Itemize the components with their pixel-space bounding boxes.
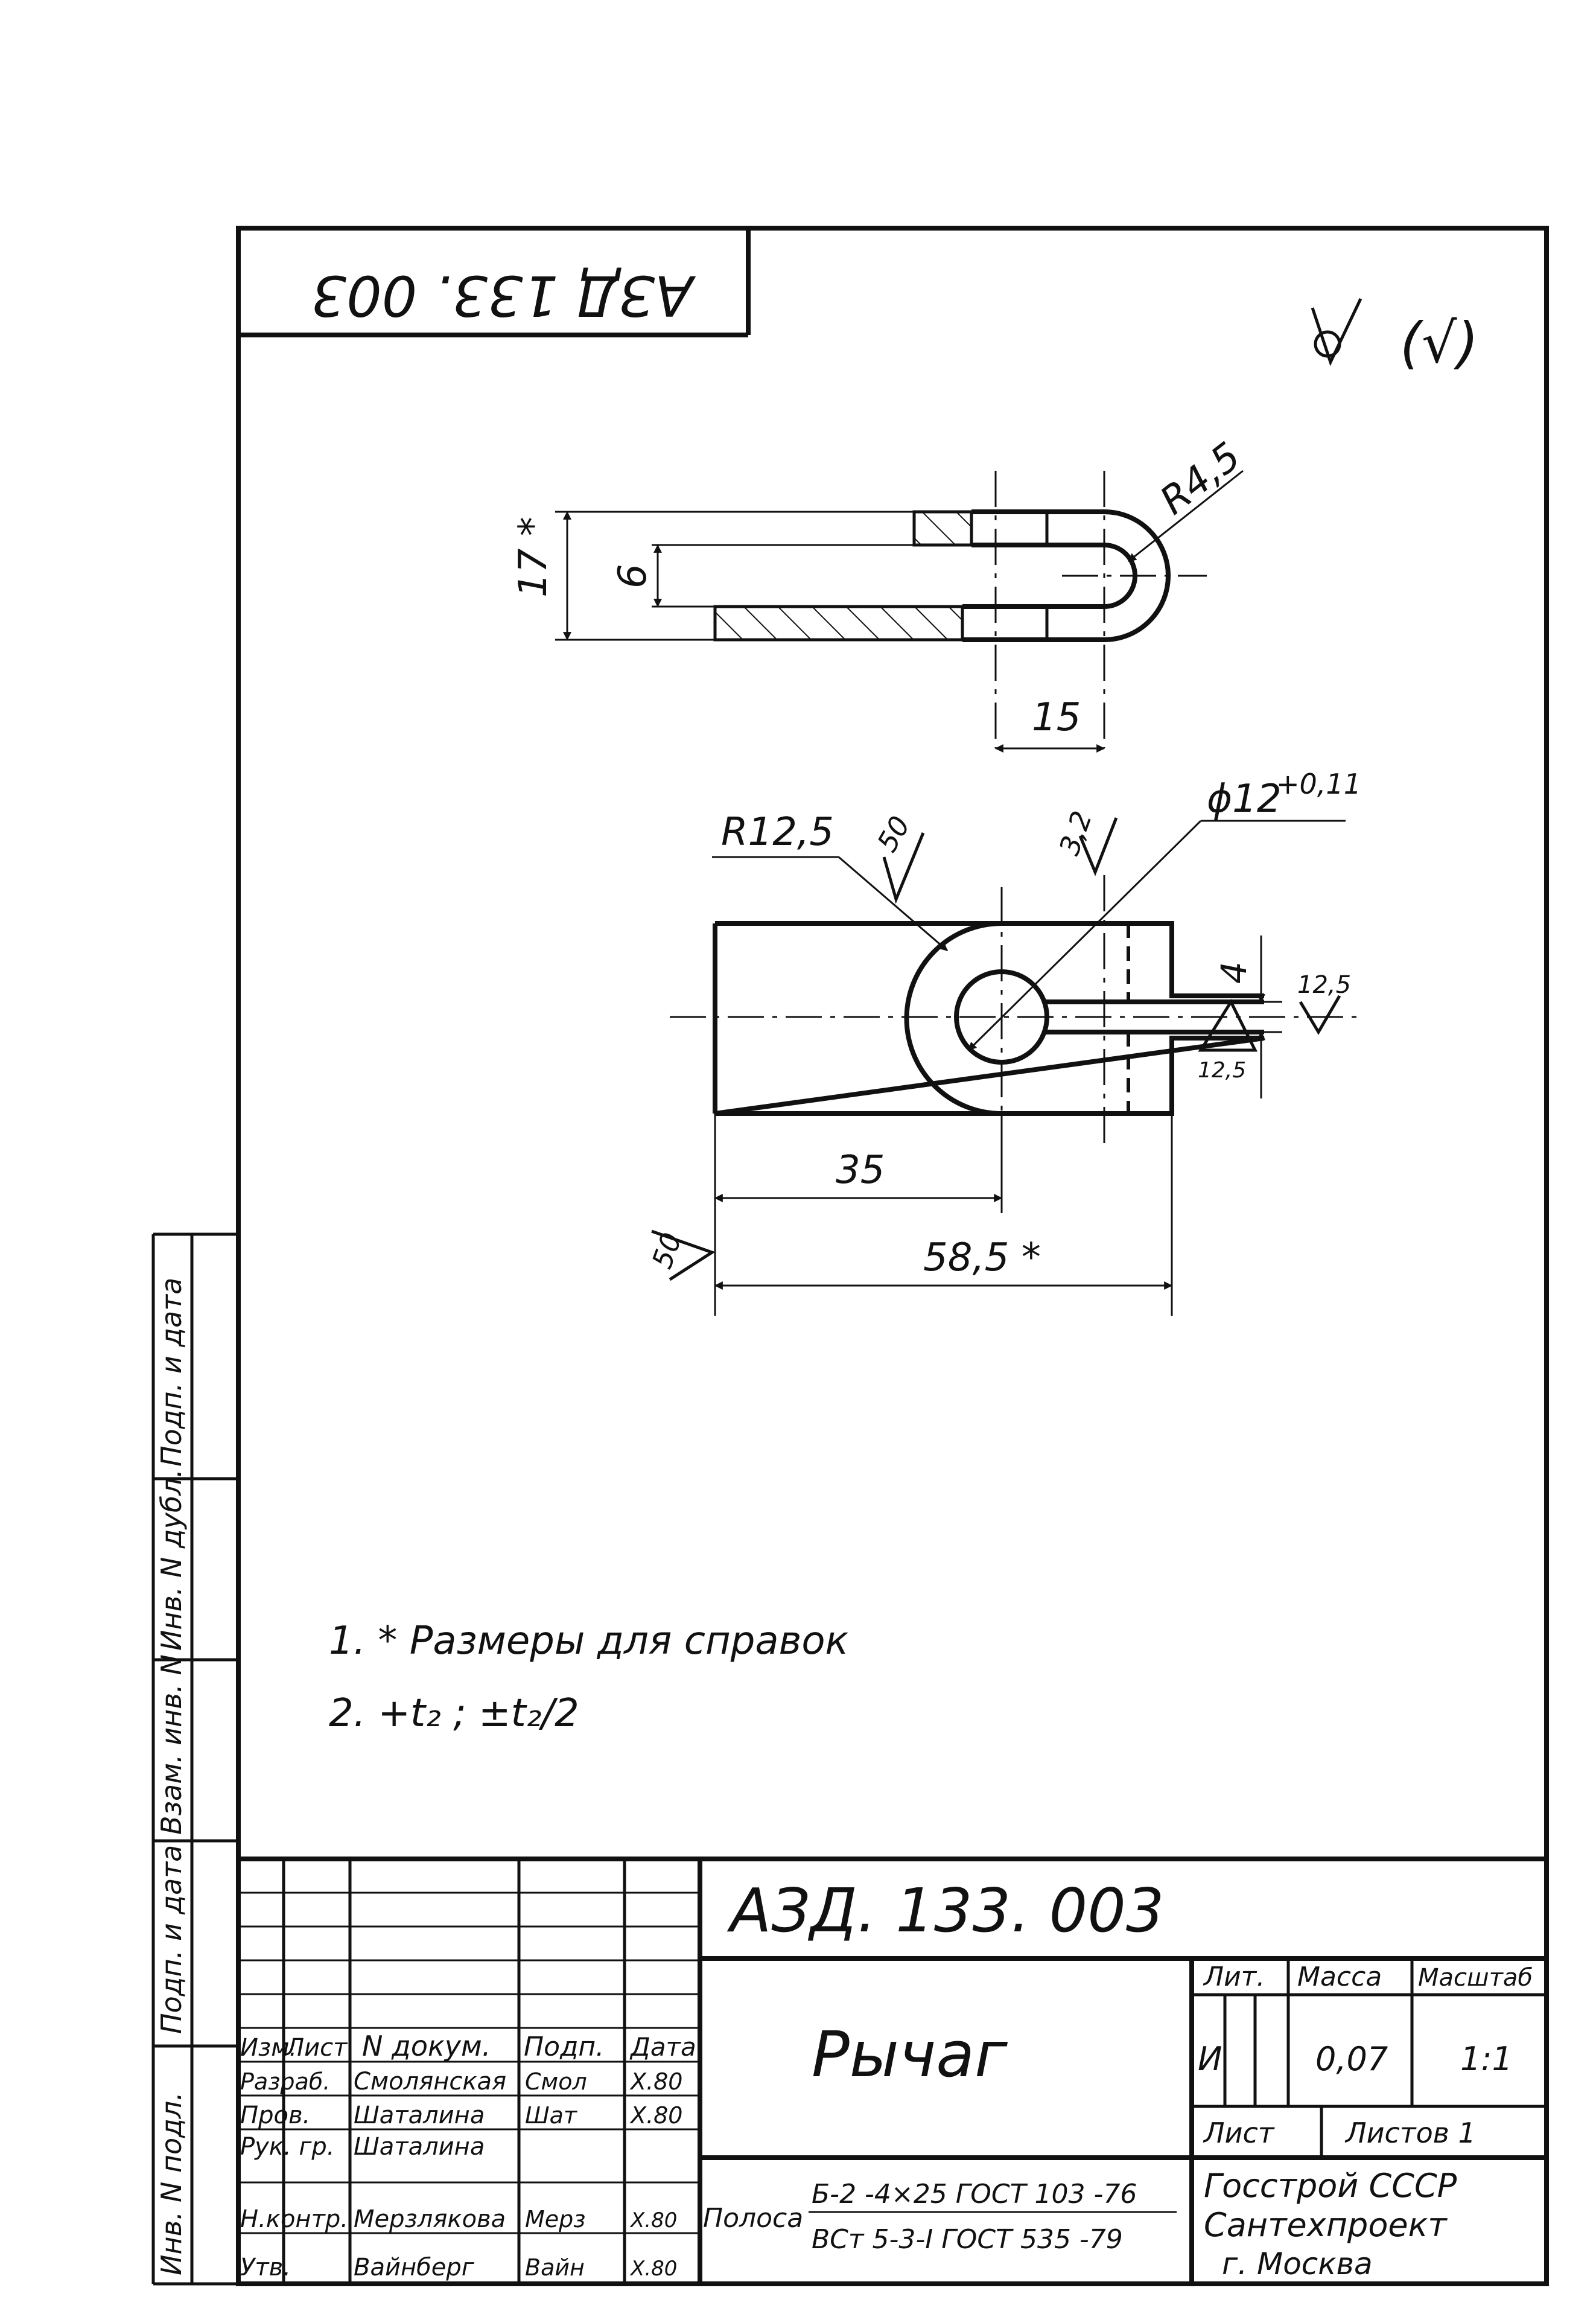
row-date-4: X.80 (629, 2208, 677, 2233)
dim-17: 17 * (511, 517, 556, 598)
row-sig-2: Шат (525, 2102, 578, 2129)
row-name-2: Шаталина (354, 2102, 485, 2129)
scale-label: Масштаб (1418, 1964, 1533, 1992)
front-view: ϕ12 +0,11 R12,5 50 3,2 4 12,5 12,5 35 58… (646, 768, 1364, 1316)
header-izm: Изм. (240, 2034, 297, 2062)
roughness-50-top: 50 (871, 811, 917, 858)
dim-35: 35 (836, 1148, 885, 1193)
side-strip-label-1: Подп. и дата (155, 1278, 188, 1467)
roughness-50-left: 50 (646, 1228, 688, 1272)
material-label: Полоса (703, 2203, 803, 2234)
top-code: АЗД 133. 003 (311, 263, 696, 328)
header-list: Лист (285, 2034, 348, 2062)
material-line-2: ВСт 5-3-I ГОСТ 535 -79 (812, 2224, 1123, 2255)
row-role-2: Пров. (240, 2102, 310, 2129)
hatched-section-lower (715, 607, 962, 640)
row-name-3: Шаталина (354, 2133, 485, 2161)
hatched-section-upper (914, 512, 971, 545)
title-block: АЗД. 133. 003 Рычаг Изм. Лист N докум. П… (238, 1857, 1547, 2284)
general-roughness: (√) (1311, 298, 1478, 375)
row-name-4: Мерзлякова (354, 2205, 506, 2233)
sheet-label: Лист (1203, 2117, 1275, 2149)
roughness-check-icon (1311, 298, 1362, 366)
row-role-3: Рук. гр. (240, 2133, 335, 2161)
side-strip-label-3: Взам. инв. N (155, 1654, 188, 1835)
row-name-1: Смолянская (354, 2068, 506, 2096)
dim-phi12: ϕ12 (1207, 777, 1282, 821)
note-2: 2. +t₂ ; ±t₂/2 (329, 1691, 579, 1736)
dim-15: 15 (1032, 695, 1081, 740)
mass-label: Масса (1297, 1962, 1382, 1992)
part-contour (714, 921, 1265, 1116)
lit-label: Лит. (1203, 1962, 1265, 1992)
row-sig-4: Мерз (525, 2206, 586, 2233)
dim-r125: R12,5 (721, 810, 834, 855)
header-ndoc: N докум. (362, 2030, 491, 2062)
header-podp: Подп. (524, 2032, 604, 2062)
material-line-1: Б-2 -4×25 ГОСТ 103 -76 (812, 2179, 1137, 2210)
row-role-5: Утв. (240, 2254, 291, 2281)
org-line-3: г. Москва (1222, 2246, 1373, 2281)
lit-value: И (1198, 2040, 1222, 2078)
roughness-12-5-right: 12,5 (1297, 971, 1351, 999)
part-name: Рычаг (812, 2018, 1008, 2091)
drawing-code: АЗД. 133. 003 (726, 1875, 1165, 1946)
mass-value: 0,07 (1315, 2040, 1388, 2078)
scale-value: 1:1 (1460, 2040, 1513, 2078)
dim-4: 4 (1213, 961, 1254, 984)
dim-phi12-tolerance: +0,11 (1276, 768, 1361, 800)
row-sig-5: Вайн (525, 2254, 585, 2281)
row-role-4: Н.контр. (240, 2205, 348, 2233)
roughness-12-5-slot: 12,5 (1198, 1058, 1246, 1083)
dim-58-5: 58,5 * (923, 1235, 1041, 1280)
row-date-5: X.80 (629, 2257, 677, 2281)
row-date-1: X.80 (629, 2068, 682, 2095)
note-1: 1. * Размеры для справок (329, 1619, 849, 1663)
dim-6: 6 (611, 564, 655, 588)
general-roughness-label: (√) (1400, 311, 1478, 375)
row-date-2: X.80 (629, 2102, 682, 2129)
drawing-frame (236, 226, 1549, 2286)
top-view: 17 * 6 15 R4,5 (511, 434, 1249, 753)
org-line-1: Госстрой СССР (1204, 2167, 1457, 2205)
sheets-label: Листов 1 (1344, 2117, 1476, 2149)
roughness-3-2: 3,2 (1053, 807, 1099, 859)
row-role-1: Разраб. (240, 2068, 330, 2095)
top-stamp: АЗД 133. 003 (238, 228, 751, 337)
row-name-5: Вайнберг (354, 2254, 475, 2281)
row-sig-1: Смол (525, 2068, 587, 2095)
header-date: Дата (629, 2032, 696, 2062)
side-strip-label-4: Подп. и дата (155, 1845, 188, 2034)
side-strip-label-5: Инв. N подл. (155, 2092, 188, 2275)
side-strip: Подп. и дата Инв. N дубл. Взам. инв. N П… (151, 1232, 238, 2286)
side-strip-label-2: Инв. N дубл. (155, 1469, 188, 1651)
org-line-2: Сантехпроект (1204, 2206, 1448, 2244)
dim-r45: R4,5 (1152, 434, 1249, 523)
